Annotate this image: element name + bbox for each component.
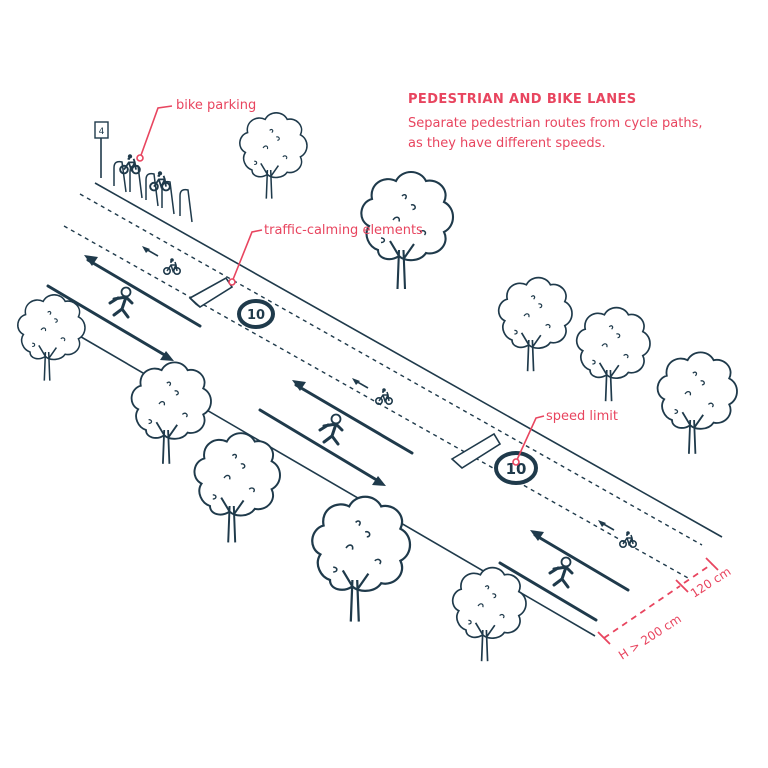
tree-icon bbox=[451, 566, 527, 663]
tree-icon bbox=[311, 495, 412, 623]
traffic-calming-label: traffic-calming elements bbox=[264, 223, 423, 238]
description-line-2: as they have different speeds. bbox=[408, 136, 606, 151]
bicycle-icon bbox=[618, 530, 638, 549]
bike-width-label: 120 cm bbox=[688, 564, 733, 600]
parking-sign-icon: 4 bbox=[94, 121, 109, 178]
parking-sign-text: 4 bbox=[99, 127, 105, 137]
diagram-title: PEDESTRIAN AND BIKE LANES bbox=[408, 92, 637, 107]
pedestrian-lane-markings bbox=[46, 258, 630, 622]
description-line-1: Separate pedestrian routes from cycle pa… bbox=[408, 116, 703, 131]
speed-limit-label: speed limit bbox=[546, 409, 619, 424]
bike-lane-arrows bbox=[143, 247, 615, 531]
pedestrian-icon bbox=[318, 413, 344, 446]
speed-limit-value: 10 bbox=[247, 308, 265, 323]
tree-icon bbox=[656, 351, 738, 455]
annotation-leaders bbox=[136, 105, 545, 466]
pedestrian-width-label: H > 200 cm bbox=[616, 612, 684, 663]
speed-limit-value: 10 bbox=[506, 460, 527, 478]
tree-icon bbox=[17, 294, 86, 382]
pedestrian-icon bbox=[108, 286, 134, 319]
speed-limit-sign: 10 bbox=[237, 299, 275, 329]
traffic-calming-element bbox=[188, 276, 502, 469]
diagram-description: Separate pedestrian routes from cycle pa… bbox=[408, 114, 748, 154]
bicycle-icon bbox=[163, 257, 181, 276]
tree-icon bbox=[575, 306, 651, 403]
tree-icon bbox=[130, 361, 212, 465]
tree-icon bbox=[497, 276, 573, 373]
bike-parking-label: bike parking bbox=[176, 98, 257, 113]
tree-icon bbox=[239, 112, 308, 200]
bike-parking-rack bbox=[113, 160, 193, 223]
pedestrian-icon bbox=[548, 556, 574, 589]
dimension-markers bbox=[597, 557, 719, 645]
speed-limit-sign: 10 bbox=[494, 451, 538, 485]
tree-icon bbox=[193, 432, 281, 544]
bicycle-icon bbox=[374, 387, 394, 406]
